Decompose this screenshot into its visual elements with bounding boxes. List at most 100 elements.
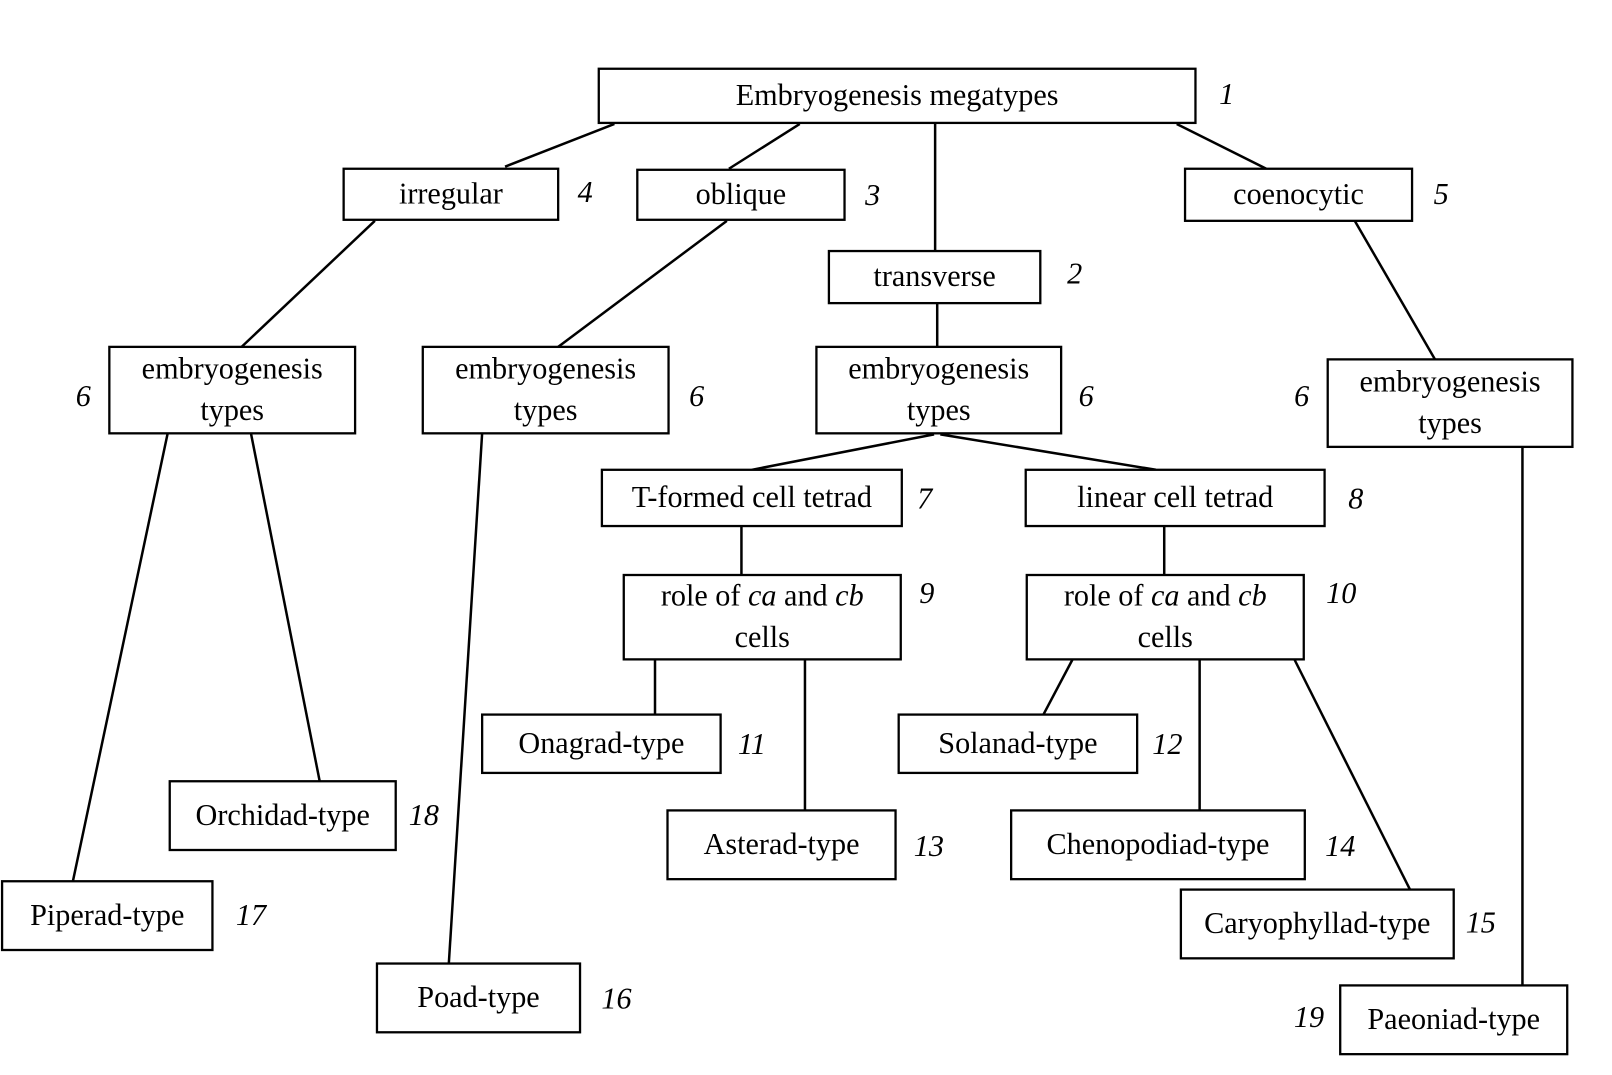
label-text: transverse [873,259,995,293]
node-label: embryogenesis [848,351,1029,385]
node-box [827,249,1042,305]
italic-term: ca [1151,579,1179,613]
node-n2: transverse 2 [827,249,1082,305]
node-box [1025,573,1305,661]
label-text: embryogenesis [142,351,323,385]
node-label: types [514,393,578,427]
edge-n10-n12 [1042,658,1074,716]
node-number: 14 [1325,829,1355,863]
label-text: cells [735,620,790,654]
node-number: 17 [236,898,268,932]
label-text: T-formed cell tetrad [632,480,872,514]
node-label: transverse [873,259,995,293]
node-number: 9 [919,576,934,610]
label-text: Onagrad-type [518,726,684,760]
node-number: 18 [409,798,439,832]
node-label: Orchidad-type [196,798,370,832]
edge-n1-n5 [1176,122,1267,170]
node-number: 6 [689,379,704,413]
node-box [108,345,357,435]
label-text: types [514,393,578,427]
node-label: Onagrad-type [518,726,684,760]
node-label: Poad-type [417,980,539,1014]
node-n6d: embryogenesis types 6 [1294,358,1574,449]
label-text: Caryophyllad-type [1204,906,1430,940]
label-text: embryogenesis [455,351,636,385]
node-number: 7 [917,481,934,515]
edge-n3-n6b [557,219,728,348]
node-box [421,345,670,435]
node-n5: coenocytic 5 [1183,167,1449,222]
label-text: role of [1064,579,1151,613]
node-number: 5 [1434,177,1449,211]
label-text: and [777,579,836,613]
label-text: Embryogenesis megatypes [736,78,1059,112]
node-n6c: embryogenesis types 6 [815,345,1094,435]
node-number: 13 [914,829,944,863]
label-text: irregular [399,176,503,210]
label-text: Poad-type [417,980,539,1014]
label-text: Solanad-type [938,726,1097,760]
node-n17: Piperad-type 17 [0,880,268,952]
label-text: types [200,393,264,427]
node-label: coenocytic [1233,177,1364,211]
node-number: 2 [1067,256,1082,290]
edge-n1-n3 [728,122,801,170]
node-n18: Orchidad-type 18 [168,780,439,852]
label-text: Paeoniad-type [1367,1002,1540,1036]
edge-n4-n6a [240,219,376,348]
node-label: types [1418,406,1482,440]
node-box [342,167,560,221]
node-label: role of ca and cb [661,579,864,613]
label-text: Orchidad-type [196,798,370,832]
node-n9: role of ca and cb cells 9 [622,573,934,661]
node-number: 10 [1326,576,1356,610]
italic-term: cb [1238,579,1266,613]
italic-term: ca [748,579,776,613]
node-label: cells [735,620,790,654]
node-box [0,880,214,952]
node-n10: role of ca and cb cells 10 [1025,573,1356,661]
node-box [1009,809,1306,881]
node-box [600,468,903,528]
node-n14: Chenopodiad-type 14 [1009,809,1355,881]
node-number: 6 [1079,379,1094,413]
edge-n6c-n7 [751,433,935,472]
edge-n6c-n8 [940,433,1157,472]
node-number: 12 [1152,727,1182,761]
node-label: embryogenesis [142,351,323,385]
node-box [897,713,1139,775]
node-box [636,168,846,221]
node-number: 16 [601,981,631,1015]
edge-n5-n6d [1353,220,1437,361]
node-number: 3 [864,178,880,212]
node-number: 11 [738,727,766,761]
node-label: embryogenesis [1360,364,1541,398]
node-label: Chenopodiad-type [1046,827,1269,861]
node-number: 6 [1294,379,1309,413]
edge-n1-n4 [504,122,615,168]
edge-n6b-n16 [447,433,484,964]
node-box [1183,167,1414,222]
node-box [375,962,582,1034]
node-n6b: embryogenesis types 6 [421,345,704,435]
label-text: role of [661,579,748,613]
label-text: and [1180,579,1239,613]
node-number: 4 [578,175,593,209]
italic-term: cb [835,579,863,613]
node-label: Piperad-type [30,898,184,932]
label-text: Piperad-type [30,898,184,932]
node-label: Embryogenesis megatypes [736,78,1059,112]
node-label: cells [1138,620,1193,654]
node-box [168,780,397,852]
node-label: types [907,393,971,427]
